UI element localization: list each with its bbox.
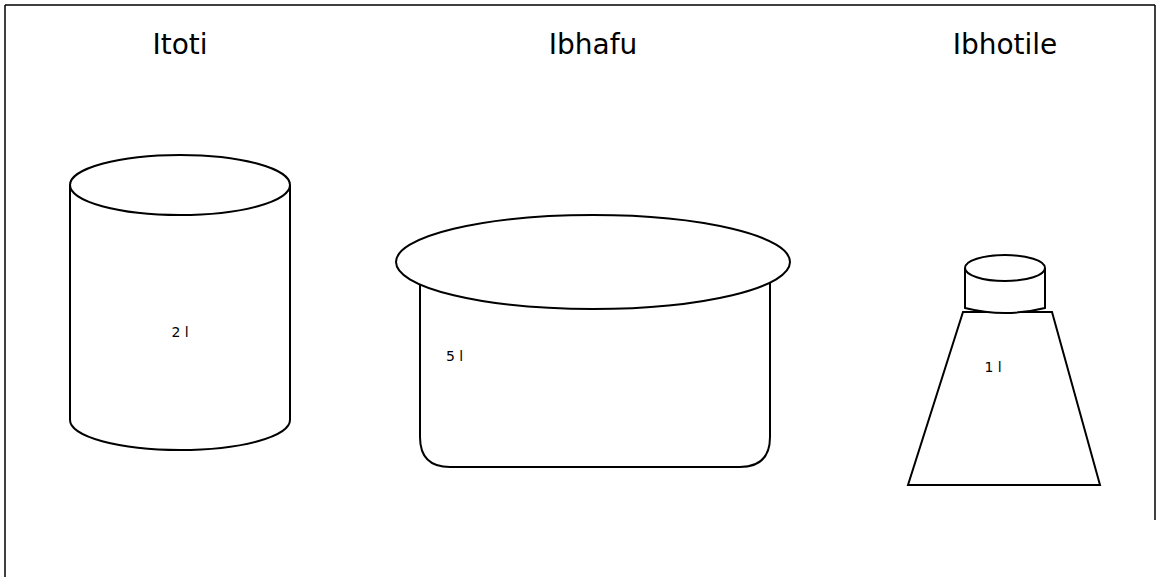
pot-container: Itoti 2 l <box>60 20 300 440</box>
capacity-label: 1 l <box>984 359 1001 376</box>
container-outline <box>900 20 1110 490</box>
pot-rim <box>70 155 290 215</box>
container-name: Ibhotile <box>953 28 1058 62</box>
container-outline <box>390 20 800 475</box>
bath-container: Ibhafu 5 l <box>390 20 800 475</box>
frame-line <box>4 5 6 577</box>
bottle-container: Ibhotile 1 l <box>900 20 1110 490</box>
container-name: Ibhafu <box>549 28 638 62</box>
bottle-body <box>908 312 1100 485</box>
capacity-label: 5 l <box>446 348 463 365</box>
frame-line <box>1154 5 1156 520</box>
container-outline <box>60 20 300 440</box>
frame-line <box>5 4 1155 6</box>
bath-rim <box>396 215 790 309</box>
capacity-label: 2 l <box>171 324 188 341</box>
bottle-cap-top <box>965 255 1045 281</box>
container-name: Itoti <box>152 28 207 62</box>
pot-body <box>70 185 290 450</box>
